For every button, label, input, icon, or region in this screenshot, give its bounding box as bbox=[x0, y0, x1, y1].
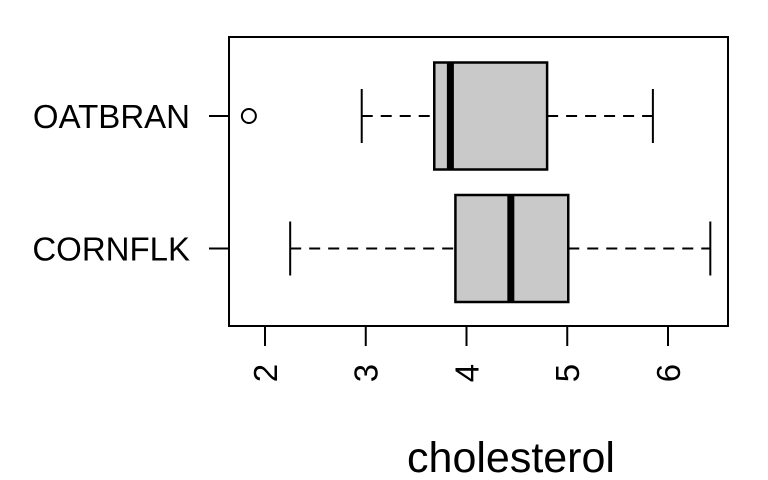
category-label-cornflk: CORNFLK bbox=[32, 230, 190, 267]
x-tick-label-2: 2 bbox=[247, 364, 284, 382]
x-tick-label-3: 3 bbox=[348, 364, 385, 382]
x-axis-label: cholesterol bbox=[407, 434, 615, 480]
category-label-oatbran: OATBRAN bbox=[33, 98, 190, 135]
x-tick-label-5: 5 bbox=[549, 364, 586, 382]
plot-frame bbox=[228, 36, 729, 327]
x-tick-label-4: 4 bbox=[448, 364, 485, 382]
x-tick-label-6: 6 bbox=[650, 364, 687, 382]
outlier-oatbran bbox=[240, 108, 257, 124]
